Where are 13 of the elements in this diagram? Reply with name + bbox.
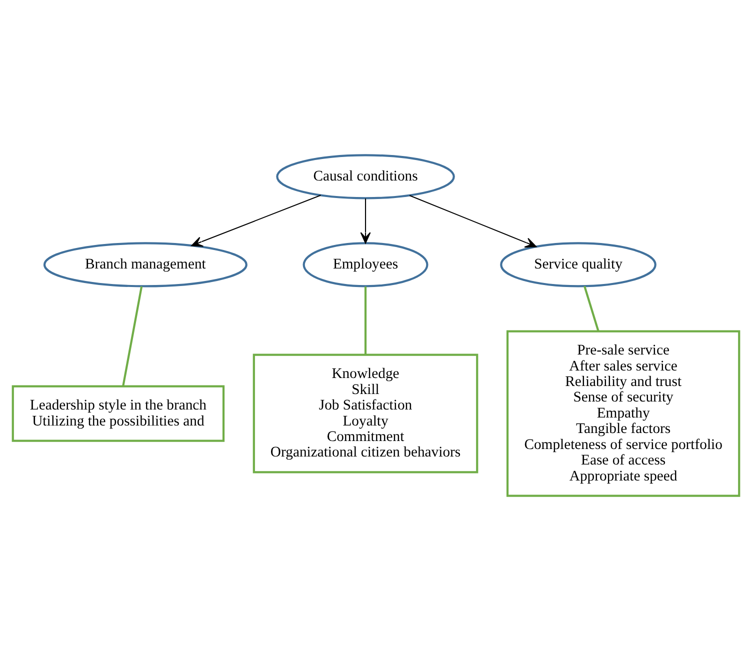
node-ellipse: Employees: [302, 242, 428, 288]
node-ellipse: Service quality: [500, 242, 656, 288]
connector: [364, 286, 367, 355]
arrow: [360, 198, 371, 244]
connector: [122, 286, 143, 386]
arrow: [191, 194, 321, 247]
node-ellipse: Causal conditions: [276, 154, 455, 200]
node-ellipse: Branch management: [43, 242, 248, 288]
node-box: Pre-sale service After sales service Reliability and trust Sense of security Empathy Tangible factors Completeness of service portfolio Ease of access Appropriate speed: [506, 330, 740, 497]
connector: [584, 286, 600, 332]
node-box: Leadership style in the branch Utilizing the possibilities and: [12, 385, 225, 442]
node-box: Knowledge Skill Job Satisfaction Loyalty Commitment Organizational citizen behaviors: [252, 354, 478, 474]
arrow: [409, 195, 537, 248]
